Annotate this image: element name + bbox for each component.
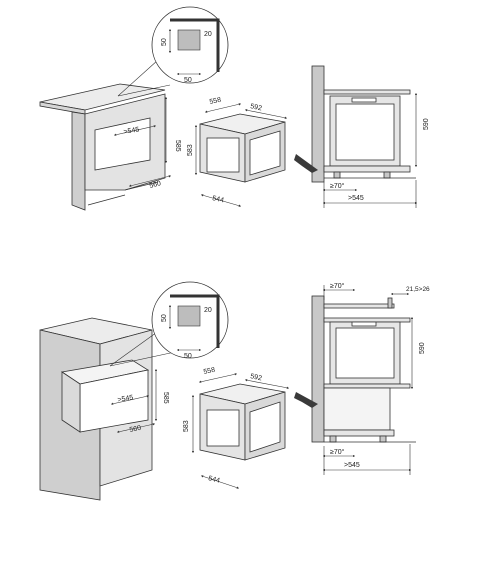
top-side-view-height: 590 [423,118,430,130]
bottom-cabinet [39,317,153,501]
top-cabinet-opening-height: 585 [174,140,181,152]
bottom-cutout-detail [109,281,229,367]
top-side-view-dims [322,92,418,208]
bottom-cutout-height: 50 [161,314,168,322]
top-cabinet [39,83,166,211]
bottom-oven-top-width: 592 [250,373,263,382]
bottom-side-view-arrow-icon [294,392,318,408]
bottom-cabinet-opening-width: >545 [117,394,134,404]
bottom-side-view [311,295,416,443]
bottom-oven-top-depth: 558 [203,367,216,376]
top-cabinet-opening-width: >545 [123,126,140,136]
bottom-side-view-bottom-angle: ≥70° [330,448,345,456]
bottom-side-view-dims [322,285,414,475]
bottom-section: >545 585 560 50 20 50 [39,281,430,501]
bottom-oven-dims [191,373,290,489]
top-side-view-angle: ≥70° [330,182,345,190]
bottom-oven [199,383,286,461]
bottom-cutout-width: 50 [184,353,192,360]
top-oven-dims [194,103,288,207]
top-cabinet-depth: 560 [149,180,162,190]
top-oven-top-depth: 558 [209,97,222,106]
top-side-view-arrow-icon [294,154,318,173]
bottom-cutout-inner: 20 [204,307,212,314]
top-oven-bottom-width: 544 [212,195,225,204]
top-side-view [311,65,416,183]
top-cutout-detail [117,6,229,97]
bottom-side-view-gap: 21,5>26 [406,286,430,293]
bottom-side-view-depth: >545 [344,462,360,469]
bottom-side-view-top-angle: ≥70° [330,282,345,290]
top-side-view-depth: >545 [348,195,364,202]
bottom-side-view-height: 590 [419,342,426,354]
top-oven [199,113,286,183]
top-cutout-width: 50 [184,77,192,84]
top-section: >545 585 560 50 20 50 [39,6,430,211]
bottom-cabinet-depth: 560 [129,425,142,434]
top-oven-top-width: 592 [250,103,263,112]
bottom-cabinet-dims [110,368,158,433]
top-cabinet-dims [113,96,172,187]
top-cutout-height: 50 [161,38,168,46]
bottom-oven-bottom-width: 544 [208,475,221,485]
top-oven-height: 583 [187,144,194,156]
bottom-oven-height: 583 [183,420,190,432]
bottom-cabinet-opening-height: 585 [162,392,169,404]
top-cutout-inner: 20 [204,31,212,38]
